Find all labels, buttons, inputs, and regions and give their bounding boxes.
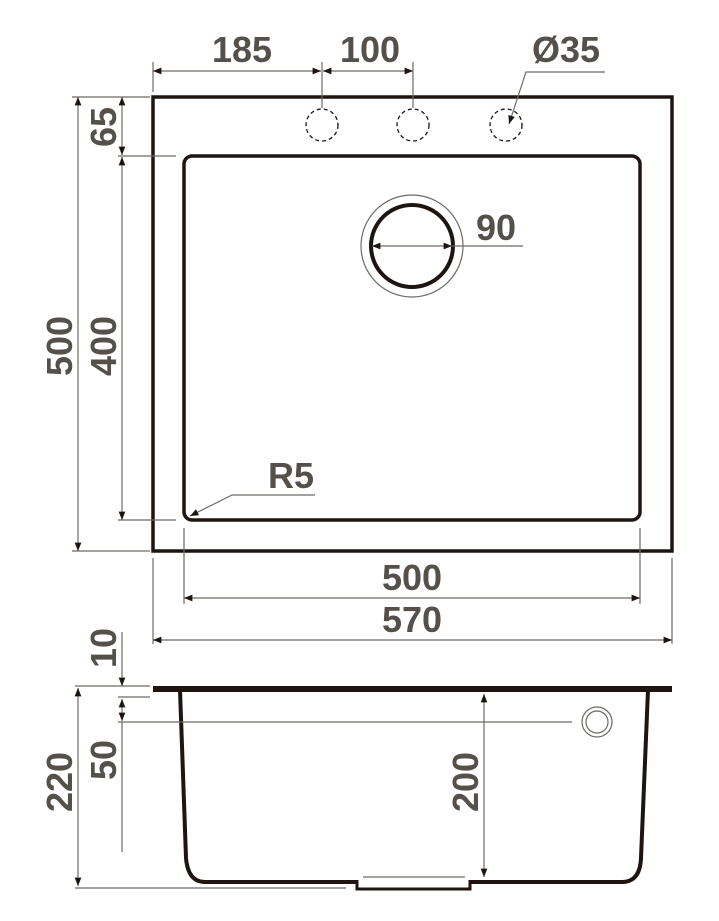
dim-drain: 90 [476, 207, 516, 248]
dim-total-height: 220 [39, 752, 80, 812]
dim-bowl-width: 500 [382, 557, 442, 598]
drain-fitting [355, 880, 472, 891]
faucet-hole [396, 108, 430, 142]
dim-radius: R5 [268, 455, 314, 496]
dim-overall-depth: 500 [39, 316, 80, 376]
side-view: 10 50 220 200 [39, 628, 672, 891]
dim-overall-width: 570 [382, 599, 442, 640]
bowl-outline [182, 154, 642, 522]
dim-hole-offset: 185 [212, 29, 272, 70]
dim-bowl-depth: 400 [83, 316, 124, 376]
sink-outline [151, 95, 674, 553]
faucet-hole [489, 108, 523, 142]
rim [153, 686, 672, 692]
top-view: 185 100 Ø35 90 R5 500 65 400 500 570 [39, 29, 674, 644]
dim-hole-spacing: 100 [340, 29, 400, 70]
dim-bowl-height: 200 [445, 752, 486, 812]
overflow-inner [585, 710, 609, 734]
bowl-profile [178, 689, 650, 884]
dim-rim-depth: 65 [83, 107, 124, 147]
dim-rim-thickness: 10 [83, 628, 124, 668]
dim-hole-diameter: Ø35 [532, 29, 600, 70]
faucet-hole [305, 108, 339, 142]
overflow-outer [581, 706, 613, 738]
dim-overflow: 50 [83, 740, 124, 780]
